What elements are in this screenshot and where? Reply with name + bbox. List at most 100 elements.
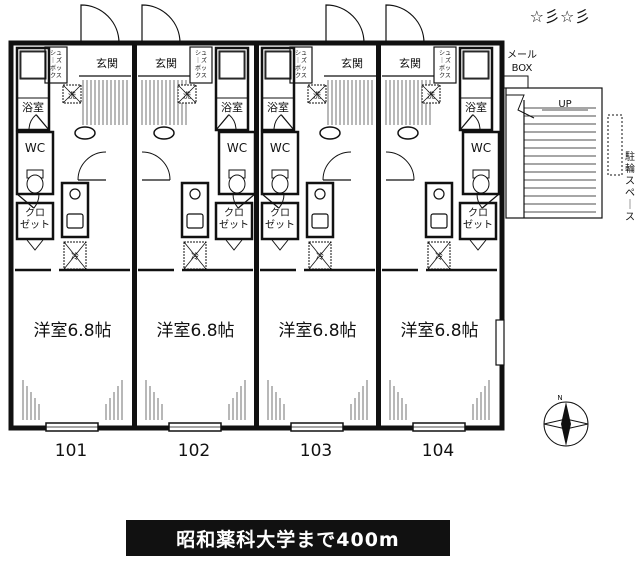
property-mark: ☆彡☆彡: [530, 7, 591, 26]
bath-door: [273, 114, 295, 131]
bathtub: [264, 50, 292, 80]
bathroom-wall: [260, 46, 296, 132]
balcony-window: [412, 422, 466, 432]
bathtub: [462, 50, 490, 80]
unit-number: 103: [300, 441, 332, 461]
shoe-box-label: シュ: [50, 50, 62, 57]
party-wall: [254, 43, 259, 428]
wash-basin: [319, 126, 341, 140]
bath-door: [459, 114, 481, 131]
kitchen-sink: [311, 213, 329, 229]
compass-cross: [543, 418, 589, 430]
closet-door: [469, 239, 487, 251]
toilet-wall: [260, 130, 300, 196]
closet-label: ゼット: [219, 219, 249, 231]
shoe-box-label: ボッ: [439, 64, 451, 72]
washer-pan: [421, 84, 441, 104]
closet-wall: [214, 201, 254, 241]
shoe-box-label: シュ: [195, 50, 207, 57]
fridge-label: 冷: [191, 251, 199, 261]
bathtub-inner: [20, 51, 46, 79]
kitchen-counter: [60, 181, 90, 239]
front-door: [385, 4, 425, 44]
bathtub: [19, 50, 47, 80]
closet-label: クロ: [270, 207, 290, 219]
compass-north-label: N: [557, 394, 562, 402]
toilet-room: WC: [461, 130, 501, 209]
bath-label: 浴室: [465, 100, 487, 114]
entrance: 玄関: [382, 56, 434, 125]
shoe-box-label: ｜ズ: [50, 57, 62, 65]
washer-pan: [177, 84, 197, 104]
toilet-label: WC: [227, 141, 247, 155]
shoe-box-label: ボッ: [50, 64, 62, 72]
shoe-box-outline: [189, 46, 213, 84]
shoe-box-label: ボッ: [195, 64, 207, 72]
toilet-bowl: [271, 174, 289, 194]
mailbox-label: メール: [507, 50, 537, 61]
unit-number: 104: [422, 441, 454, 461]
shoe-box-label: シュ: [295, 50, 307, 57]
closet-label: ゼット: [265, 219, 295, 231]
side-window: [495, 319, 505, 366]
shoe-box-label: ボッ: [295, 64, 307, 72]
closet-label: クロ: [468, 207, 488, 219]
closet-label: ゼット: [463, 219, 493, 231]
fridge-space: [427, 241, 451, 270]
bathroom: 浴室: [15, 46, 51, 132]
fridge-label: 冷: [71, 251, 79, 261]
closet-label: クロ: [224, 207, 244, 219]
bike-parking-label: 輪: [625, 162, 635, 175]
shoe-box-label: シュ: [439, 50, 451, 57]
bath-label: 浴室: [267, 100, 289, 114]
bathroom-wall: [214, 46, 250, 132]
kitchen-sink: [186, 213, 204, 229]
unit-number: 102: [178, 441, 210, 461]
shoe-box-label: ｜ズ: [295, 57, 307, 65]
bike-parking-label: ｜: [625, 199, 635, 211]
toilet-door: [476, 193, 500, 209]
compass: N: [543, 394, 589, 447]
bike-parking-label: ペ: [625, 188, 635, 199]
shoe-box-label: クス: [195, 73, 207, 80]
bathroom: 浴室: [214, 46, 250, 132]
washer-label: 洗: [183, 90, 191, 100]
bathroom-wall: [458, 46, 494, 132]
closet-wall: [260, 201, 300, 241]
bath-label: 浴室: [221, 100, 243, 114]
toilet-door: [261, 193, 285, 209]
fridge-space: [63, 241, 87, 270]
bathroom: 浴室: [260, 46, 296, 132]
bathtub-inner: [219, 51, 245, 79]
entrance-label: 玄関: [341, 56, 363, 70]
party-wall: [132, 43, 137, 428]
shoe-box-label: クス: [50, 73, 62, 80]
fridge-label: 冷: [316, 251, 324, 261]
washer-label: 洗: [427, 90, 435, 100]
bath-door: [28, 114, 50, 131]
toilet-label: WC: [270, 141, 290, 155]
kitchen-sink: [66, 213, 84, 229]
stair-break-line: [506, 94, 535, 119]
distance-text: 昭和薬科大学まで400m: [176, 528, 400, 551]
toilet-wall: [461, 130, 501, 196]
room-label: 洋室6.8帖: [156, 321, 234, 341]
kitchen: [305, 181, 335, 239]
shoe-box-outline: [433, 46, 457, 84]
toilet-wall: [15, 130, 55, 196]
toilet-bowl: [26, 174, 44, 194]
bathroom: 浴室: [458, 46, 494, 132]
bathtub: [218, 50, 246, 80]
front-door: [141, 4, 181, 44]
stove-burner: [433, 188, 445, 200]
balcony-window: [45, 422, 99, 432]
